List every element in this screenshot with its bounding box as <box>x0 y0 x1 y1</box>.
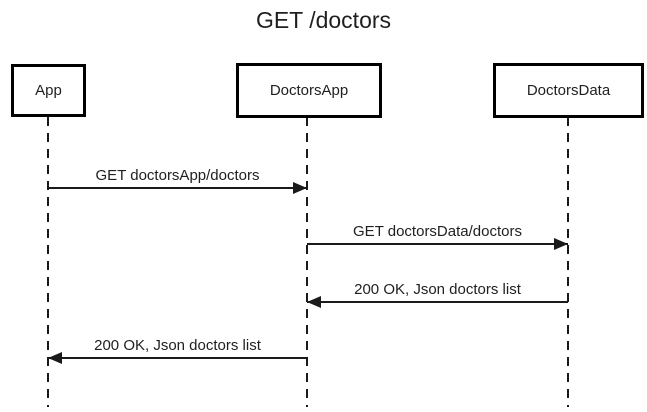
message-doctorsapp-to-app: 200 OK, Json doctors list <box>48 333 307 359</box>
actor-label-doctorsapp: DoctorsApp <box>269 82 349 99</box>
actor-label-doctorsdata: DoctorsData <box>526 82 611 99</box>
actor-box-app: App <box>11 64 86 117</box>
lifeline-doctorsdata <box>567 117 569 407</box>
message-label: 200 OK, Json doctors list <box>94 337 261 354</box>
message-label: GET doctorsData/doctors <box>353 223 522 240</box>
lifeline-doctorsapp <box>306 117 308 407</box>
message-doctorsapp-to-doctorsdata: GET doctorsData/doctors <box>307 219 568 245</box>
lifeline-app <box>47 117 49 407</box>
message-arrow-left-icon <box>48 357 307 359</box>
actor-box-doctorsapp: DoctorsApp <box>236 63 382 118</box>
message-arrow-right-icon <box>307 243 568 245</box>
message-doctorsdata-to-doctorsapp: 200 OK, Json doctors list <box>307 277 568 303</box>
message-label: GET doctorsApp/doctors <box>95 167 260 184</box>
message-arrow-right-icon <box>48 187 307 189</box>
actor-label-app: App <box>35 82 62 99</box>
message-label: 200 OK, Json doctors list <box>354 281 521 298</box>
message-arrow-left-icon <box>307 301 568 303</box>
actor-box-doctorsdata: DoctorsData <box>493 63 644 118</box>
message-app-to-doctorsapp: GET doctorsApp/doctors <box>48 163 307 189</box>
diagram-title: GET /doctors <box>255 7 392 33</box>
